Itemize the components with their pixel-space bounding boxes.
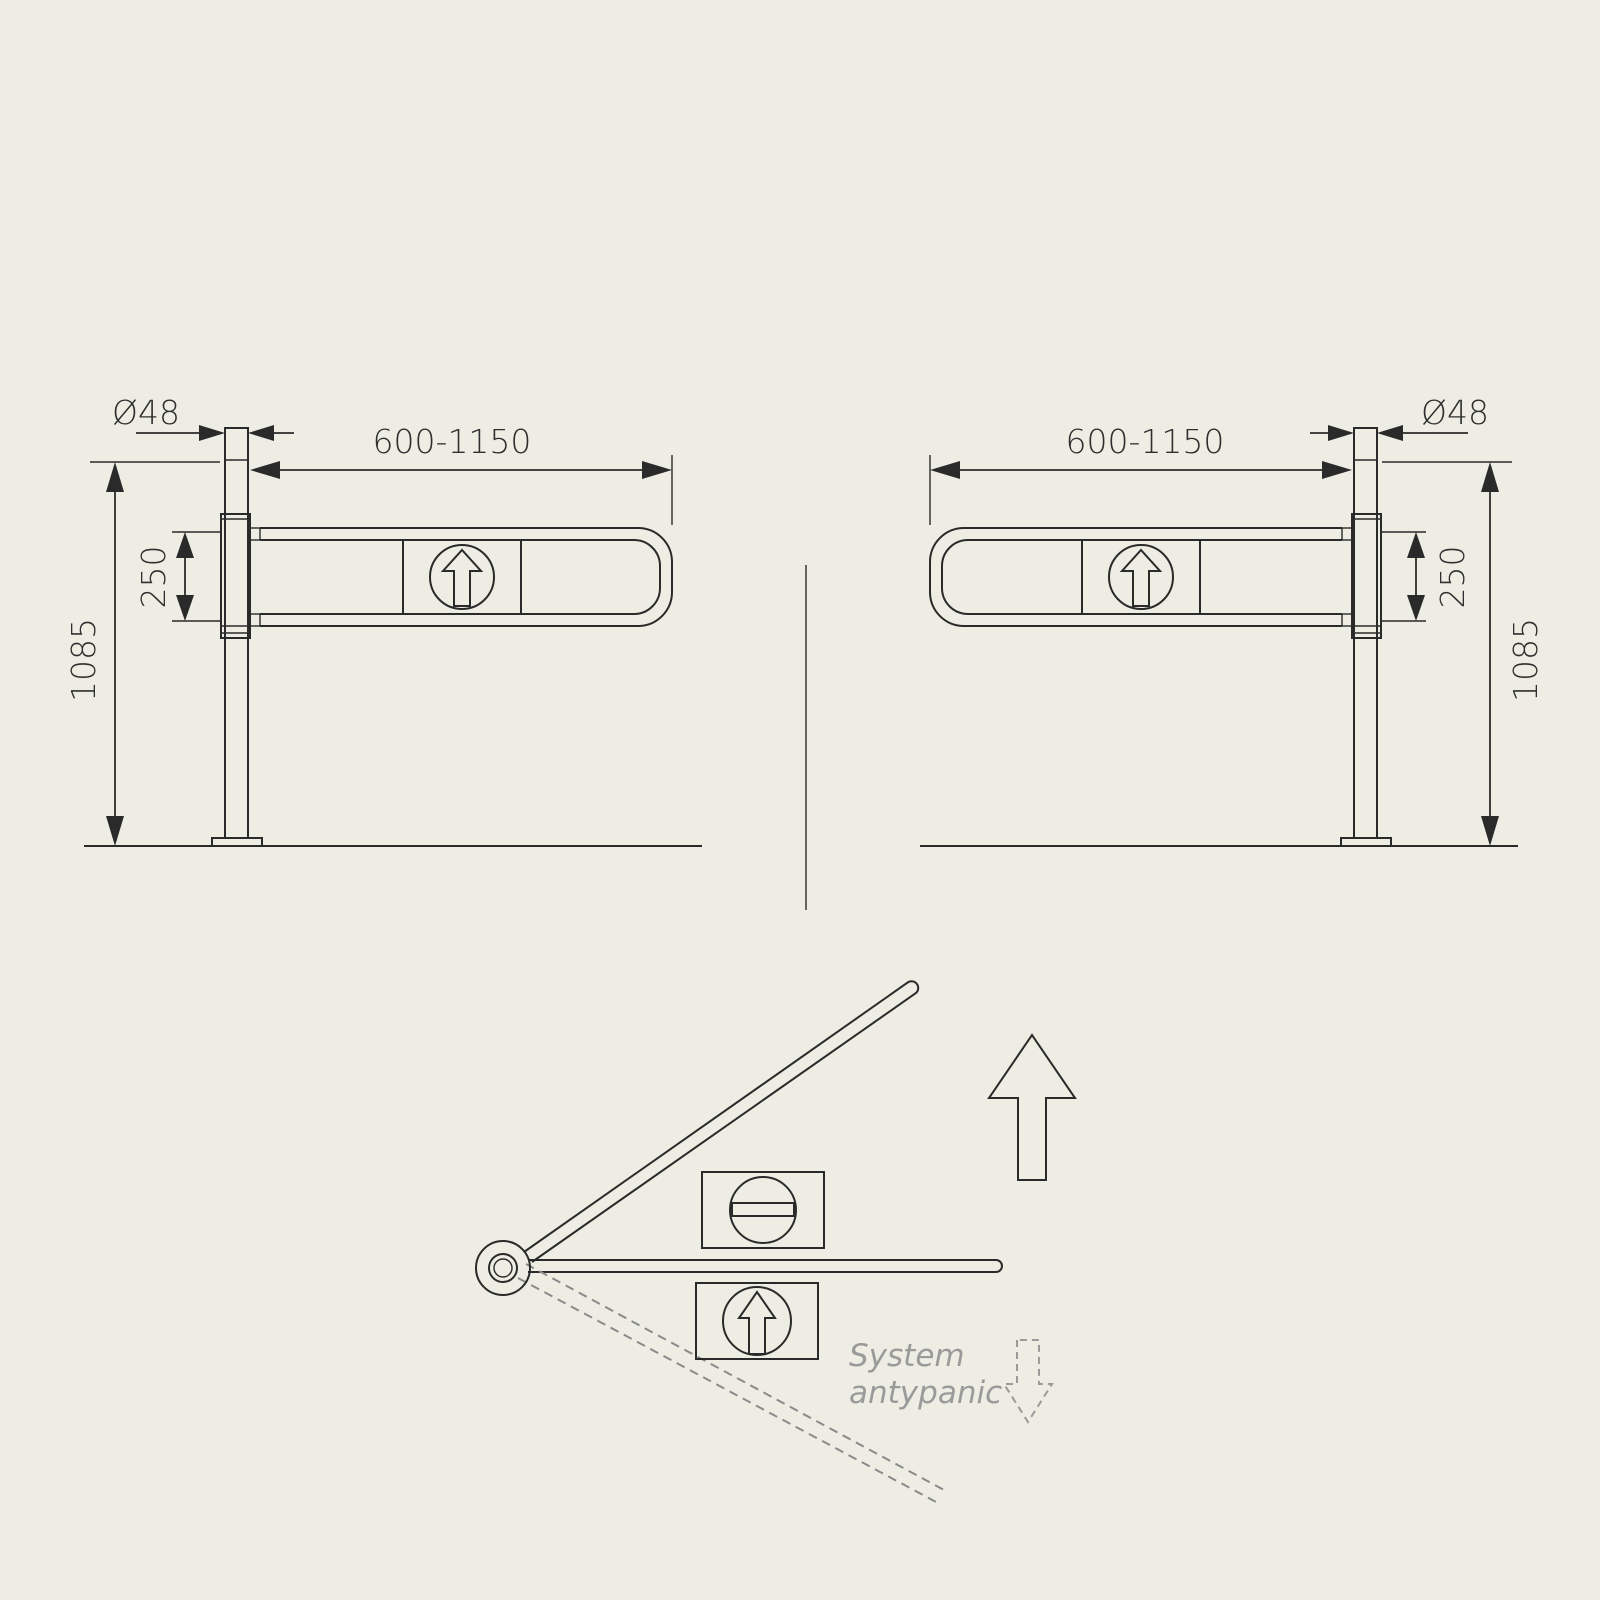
right-arm-tube-inner [941, 539, 1342, 615]
plan-antipanic-arm-dashed [517, 1263, 945, 1504]
right-diameter-label: Ø48 [1421, 393, 1489, 432]
left-diameter-label: Ø48 [112, 393, 180, 432]
left-elevation-view: 1085 250 600-1150 Ø48 [64, 393, 702, 847]
no-entry-icon [729, 1176, 797, 1244]
plan-entry-sign-panel [695, 1282, 819, 1360]
right-total-height-label: 1085 [1506, 618, 1545, 702]
left-arm-tube-outer [260, 527, 673, 627]
right-arm-height-label: 250 [1433, 546, 1472, 609]
plan-post-inner-circle [488, 1253, 518, 1283]
plan-swung-arm [523, 980, 920, 1263]
left-arm-height-label: 250 [134, 546, 173, 609]
right-base-plate [1340, 837, 1392, 847]
right-arm-sign-panel [1081, 539, 1201, 615]
antipanic-label-line1: System [849, 1338, 965, 1374]
large-up-arrow-icon [987, 1033, 1077, 1181]
right-arm-length-label: 600-1150 [1066, 422, 1225, 461]
left-arm-length-label: 600-1150 [373, 422, 532, 461]
left-total-height-label: 1085 [64, 618, 103, 702]
dashed-down-arrow-icon [1002, 1339, 1054, 1424]
right-elevation-view: 1085 250 600-1150 Ø48 [920, 393, 1545, 847]
right-arm-up-arrow-circle-icon [1108, 544, 1174, 610]
antipanic-label-line2: antypanic [849, 1375, 1002, 1411]
plan-view: System antypanic [475, 980, 1077, 1504]
plan-closed-arm [528, 1259, 1003, 1273]
left-arm-tube-inner [260, 539, 661, 615]
left-hub [220, 513, 251, 639]
right-hub [1351, 513, 1382, 639]
left-arm-up-arrow-circle-icon [429, 544, 495, 610]
left-arm-sign-panel [402, 539, 522, 615]
plan-post-outer-circle [475, 1240, 531, 1296]
left-base-plate [211, 837, 263, 847]
right-arm-tube-outer [929, 527, 1342, 627]
plan-no-entry-sign-panel [701, 1171, 825, 1249]
plan-up-arrow-circle-icon [722, 1286, 792, 1356]
